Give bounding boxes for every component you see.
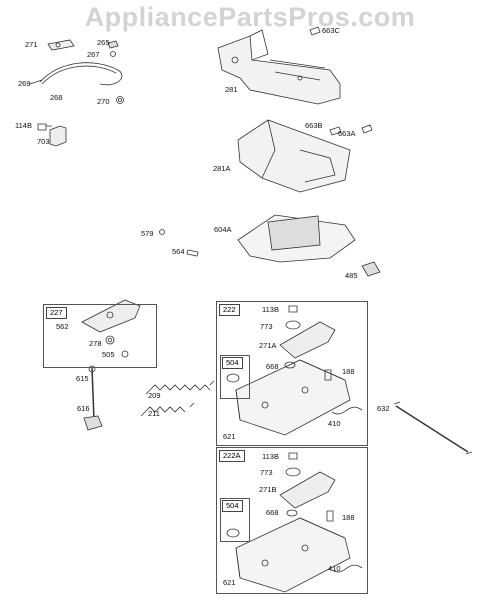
part-label: 281A (213, 164, 231, 173)
rod-632 (393, 401, 473, 455)
screw-663b (329, 126, 342, 136)
screw-114b (37, 123, 52, 131)
part-label: 114B (15, 121, 32, 130)
part-label: 616 (77, 404, 90, 413)
part-label: 621 (223, 432, 236, 441)
group-box-222a (216, 447, 368, 594)
part-label: 773 (260, 322, 273, 331)
screw-663a (361, 124, 373, 134)
part-label: 268 (50, 93, 63, 102)
cable-clip-265 (107, 40, 119, 49)
group-tag-504-lower: 504 (222, 500, 243, 512)
lever-271b-lower (279, 471, 336, 509)
part-label: 113B (262, 305, 279, 314)
spring-410-lower (331, 564, 363, 573)
bushing-504-upper (226, 373, 240, 383)
bushing-668-upper (284, 361, 296, 369)
group-box-504-upper (220, 355, 250, 399)
group-tag-504-upper: 504 (222, 357, 243, 369)
throttle-cable (29, 62, 123, 86)
watermark: AppliancePartsPros.com (84, 2, 416, 32)
spring-410-upper (331, 406, 363, 415)
part-label: 485 (345, 271, 358, 280)
group-tag-222: 222 (219, 304, 240, 316)
bushing-668-lower (286, 509, 298, 517)
part-label: 278 (89, 339, 102, 348)
part-label: 410 (328, 564, 341, 573)
part-label: 188 (342, 367, 355, 376)
nut-579 (159, 229, 165, 235)
clip-485 (361, 261, 381, 277)
group-box-227 (43, 304, 157, 368)
part-label: 579 (141, 229, 154, 238)
part-label: 663C (322, 26, 340, 35)
nut-270 (116, 96, 124, 104)
part-label: 410 (328, 419, 341, 428)
washer-278 (105, 335, 115, 345)
lever-562 (81, 299, 141, 333)
throttle-lever (47, 39, 75, 51)
part-label: 615 (76, 374, 89, 383)
part-label: 773 (260, 468, 273, 477)
part-label: 621 (223, 578, 236, 587)
link-615-616 (83, 365, 103, 431)
air-guide-604a (237, 214, 356, 263)
part-label: 211 (148, 409, 160, 418)
part-label: 209 (148, 391, 161, 400)
group-box-504-lower (220, 498, 250, 542)
part-label: 265 (97, 38, 110, 47)
pulley-773-lower (285, 467, 301, 477)
screw-663c (309, 26, 321, 36)
governor-plate-lower (235, 517, 351, 593)
part-label: 188 (342, 513, 355, 522)
part-label: 668 (266, 362, 279, 371)
part-label: 663A (338, 129, 356, 138)
part-label: 113B (262, 452, 279, 461)
control-bracket-281 (217, 29, 341, 105)
screw-188-lower (326, 510, 334, 522)
screw-564 (186, 249, 199, 257)
group-tag-222a: 222A (219, 450, 245, 462)
part-label: 271 (25, 40, 38, 49)
spring-211 (140, 402, 195, 417)
blower-shield-281a (237, 119, 351, 193)
part-label: 505 (102, 350, 115, 359)
part-label: 564 (172, 247, 185, 256)
governor-plate-upper (235, 359, 351, 436)
part-label: 668 (266, 508, 279, 517)
group-box-222 (216, 301, 368, 446)
bushing-504-lower (226, 528, 240, 538)
part-label: 281 (225, 85, 238, 94)
part-label: 663B (305, 121, 323, 130)
screw-113b-upper (288, 305, 298, 313)
part-label: 267 (87, 50, 100, 59)
screw-267 (110, 51, 116, 57)
lever-271a-upper (279, 321, 336, 359)
pulley-773-upper (285, 320, 301, 330)
part-label: 604A (214, 225, 232, 234)
screw-113b-lower (288, 452, 298, 460)
group-tag-227: 227 (46, 307, 67, 319)
part-label: 270 (97, 97, 110, 106)
part-label: 562 (56, 322, 69, 331)
clip-703 (49, 125, 67, 147)
screw-188-upper (324, 369, 332, 381)
part-label: 271B (259, 485, 277, 494)
part-label: 703 (37, 137, 50, 146)
part-label: 271A (259, 341, 277, 350)
part-label: 269 (18, 79, 31, 88)
part-label: 632 (377, 404, 390, 413)
spring-209 (145, 380, 215, 395)
washer-505 (121, 350, 129, 358)
